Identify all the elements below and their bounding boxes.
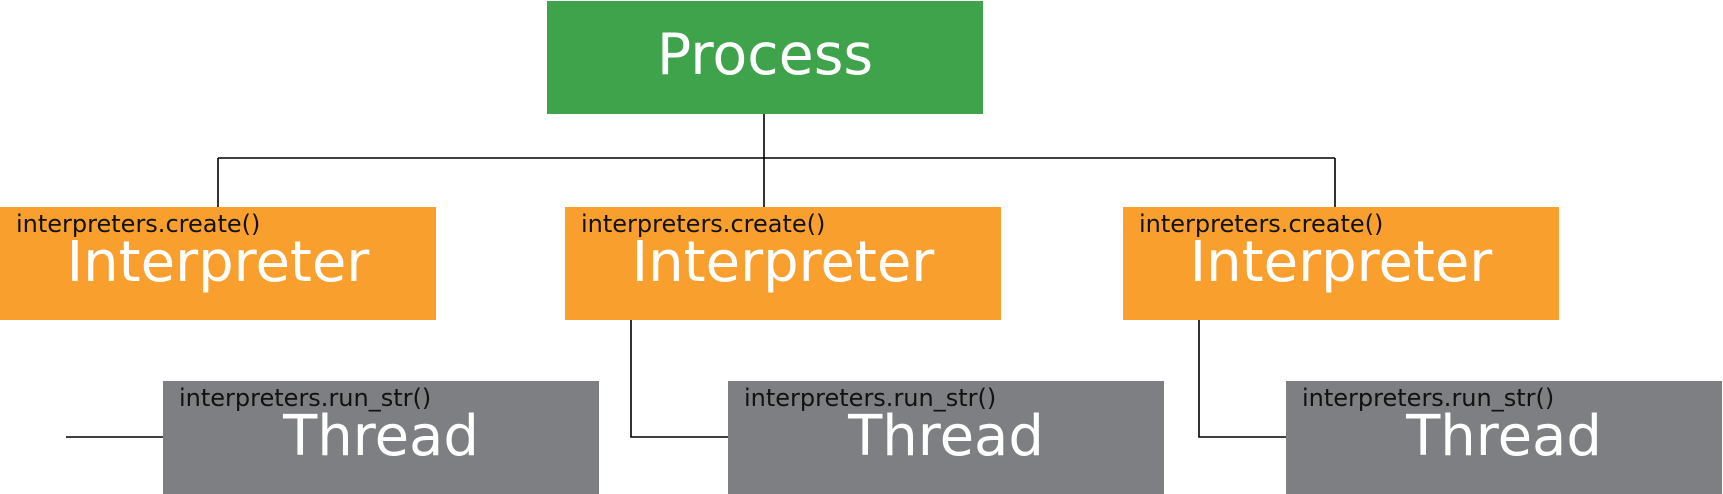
thread-box-1: interpreters.run_str() Thread: [163, 381, 599, 494]
interpreter-caption: interpreters.create(): [16, 210, 261, 238]
interpreter-box-1: interpreters.create() Interpreter: [0, 207, 436, 320]
interpreter-title: Interpreter: [631, 230, 935, 295]
thread-box-2: interpreters.run_str() Thread: [728, 381, 1164, 494]
interpreter-3-to-thread-3-line: [1198, 320, 1286, 438]
thread-caption: interpreters.run_str(): [1302, 384, 1555, 412]
process-title: Process: [656, 22, 874, 88]
interpreter-box-3: interpreters.create() Interpreter: [1123, 207, 1559, 320]
thread-title: Thread: [848, 404, 1044, 469]
interpreter-title: Interpreter: [1189, 230, 1493, 295]
interpreter-2-to-thread-2-line: [630, 320, 728, 438]
interpreter-box-2: interpreters.create() Interpreter: [565, 207, 1001, 320]
process-box: Process: [547, 1, 983, 114]
thread-caption: interpreters.run_str(): [179, 384, 432, 412]
thread-title: Thread: [283, 404, 479, 469]
interpreter-title: Interpreter: [66, 230, 370, 295]
thread-box-3: interpreters.run_str() Thread: [1286, 381, 1722, 494]
thread-title: Thread: [1406, 404, 1602, 469]
interpreter-caption: interpreters.create(): [1139, 210, 1384, 238]
interpreter-caption: interpreters.create(): [581, 210, 826, 238]
thread-caption: interpreters.run_str(): [744, 384, 997, 412]
